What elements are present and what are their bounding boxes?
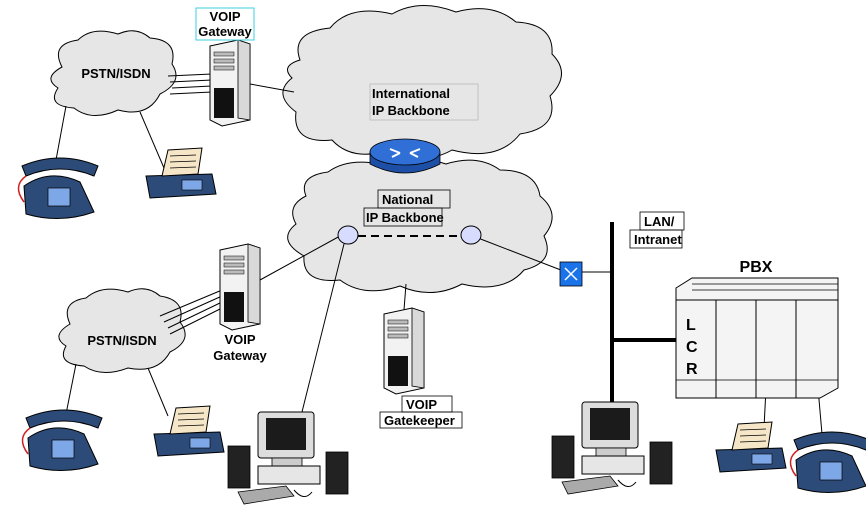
pstn-isdn-cloud-top — [50, 30, 177, 116]
pstn-isdn-bottom-label: PSTN/ISDN — [87, 333, 156, 348]
national-backbone-label: National IP Backbone — [363, 189, 451, 227]
svg-text:VOIP: VOIP — [209, 9, 240, 24]
svg-text:Gateway: Gateway — [198, 24, 252, 39]
svg-text:VOIP: VOIP — [224, 332, 255, 347]
national-hub-left — [337, 225, 359, 245]
workstation-icon — [551, 401, 673, 495]
national-hub-right — [460, 225, 482, 245]
svg-text:National: National — [382, 192, 433, 207]
voip-gateway-top-label: VOIP Gateway — [195, 7, 255, 41]
svg-text:Gatekeeper: Gatekeeper — [384, 413, 455, 428]
fax-icon — [715, 421, 787, 473]
telephone-icon — [17, 157, 99, 220]
svg-text:R: R — [686, 361, 698, 378]
server-icon — [383, 307, 425, 395]
pbx-lcr-label: L C R — [686, 317, 698, 378]
svg-text:Gateway: Gateway — [213, 348, 267, 363]
telephone-icon — [21, 409, 103, 472]
international-backbone-cloud — [282, 4, 562, 159]
fax-icon — [145, 147, 217, 199]
national-backbone-cloud — [287, 158, 553, 294]
server-icon — [219, 243, 261, 331]
pstn-isdn-top-label: PSTN/ISDN — [81, 66, 150, 81]
pstn-isdn-cloud-bottom — [58, 288, 186, 373]
fax-icon — [153, 405, 225, 457]
pbx-icon — [675, 277, 839, 399]
svg-text:IP Backbone: IP Backbone — [372, 103, 450, 118]
telephone-icon — [789, 431, 866, 494]
switch-icon — [559, 261, 583, 287]
svg-text:C: C — [686, 339, 698, 356]
svg-text:International: International — [372, 86, 450, 101]
voip-gatekeeper-label: VOIP Gatekeeper — [379, 395, 463, 429]
router-icon — [369, 138, 441, 174]
pbx-label: PBX — [740, 259, 773, 276]
svg-text:IP Backbone: IP Backbone — [366, 210, 444, 225]
workstation-icon — [227, 411, 349, 505]
svg-text:Intranet: Intranet — [634, 232, 682, 247]
international-backbone-label: International IP Backbone — [369, 83, 479, 121]
server-icon — [209, 39, 251, 127]
voip-gateway-bottom-label: VOIP Gateway — [213, 332, 267, 363]
svg-text:L: L — [686, 317, 696, 334]
svg-text:LAN/: LAN/ — [644, 214, 675, 229]
lan-intranet-label: LAN/ Intranet — [629, 211, 685, 249]
svg-text:VOIP: VOIP — [406, 397, 437, 412]
